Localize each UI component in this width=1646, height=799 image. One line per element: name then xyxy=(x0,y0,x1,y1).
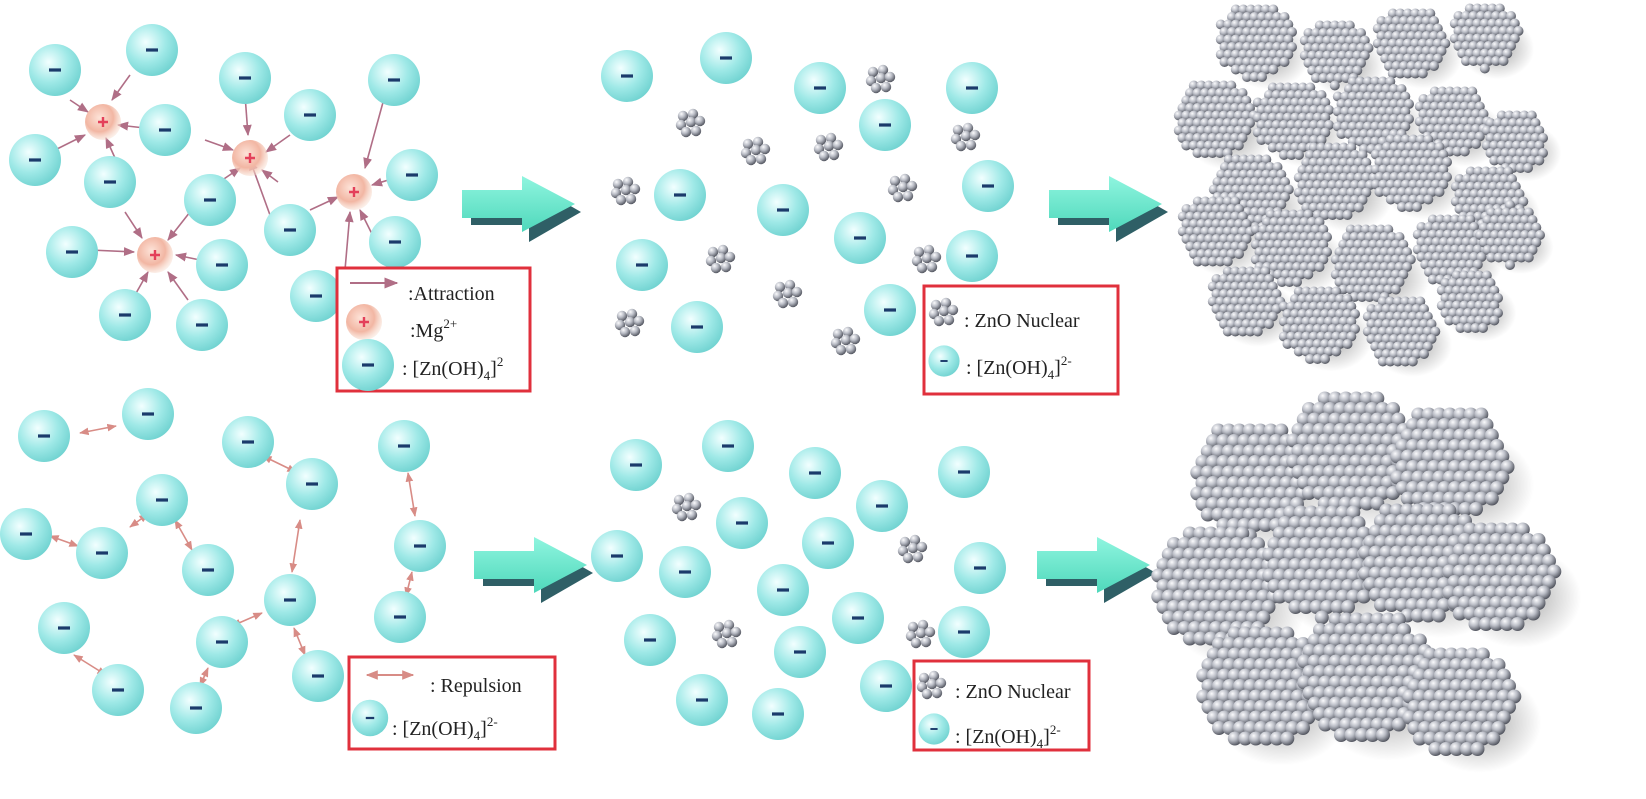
process-arrow-icon xyxy=(1037,537,1156,603)
anion-icon xyxy=(928,345,960,377)
process-arrow-icon xyxy=(462,176,581,242)
legend-anion-label: : [Zn(OH) xyxy=(392,718,474,740)
mg-cation xyxy=(334,172,374,212)
process-arrow-icon xyxy=(1049,176,1168,242)
process-arrow-icon xyxy=(474,537,593,603)
svg-text:: [Zn(OH)4]2-: : [Zn(OH)4]2- xyxy=(966,353,1072,382)
legend-repulsion-label: : Repulsion xyxy=(430,675,522,697)
mg-cation-icon xyxy=(344,302,384,342)
svg-text:: [Zn(OH)4]2-: : [Zn(OH)4]2- xyxy=(955,722,1061,751)
mg-cation xyxy=(230,138,270,178)
legend-mg-label: :Mg xyxy=(410,320,443,342)
mg-cation xyxy=(135,235,175,275)
zno-particle xyxy=(1151,526,1281,646)
legend-anion-label: : [Zn(OH) xyxy=(966,357,1048,379)
legend-nucleus-top: : ZnO Nuclear : [Zn(OH)4]2- xyxy=(922,284,1120,396)
legend-nucleus-label: : ZnO Nuclear xyxy=(955,681,1071,703)
mg-cation xyxy=(83,102,123,142)
svg-text:: [Zn(OH)4]2-: : [Zn(OH)4]2- xyxy=(392,714,498,743)
zno-aggregate-large-particles xyxy=(1151,391,1582,773)
zno-particle xyxy=(1436,270,1503,333)
legend-repulsion: : Repulsion : [Zn(OH)4]2- xyxy=(347,655,557,751)
zno-aggregate-small-particles xyxy=(1173,3,1562,377)
zno-particle xyxy=(1481,110,1548,173)
legend-attraction-label: :Attraction xyxy=(408,283,495,305)
top-left-panel xyxy=(9,24,438,351)
legend-anion-label: : [Zn(OH) xyxy=(402,358,484,380)
legend-nucleus-bottom: : ZnO Nuclear : [Zn(OH)4]2- xyxy=(912,659,1091,752)
legend-mg-charge: 2+ xyxy=(443,316,457,331)
legend-anion-label: : [Zn(OH) xyxy=(955,726,1037,748)
legend-attraction: :Attraction :Mg2+ : [Zn(OH)4]2 xyxy=(335,266,532,393)
svg-text::Mg2+: :Mg2+ xyxy=(410,316,457,342)
anion-icon xyxy=(351,699,389,737)
bottom-left-panel xyxy=(0,388,446,734)
svg-text:: [Zn(OH)4]2: : [Zn(OH)4]2 xyxy=(402,354,503,383)
anion-icon xyxy=(342,339,394,391)
anion-icon xyxy=(918,713,950,745)
legend-nucleus-label: : ZnO Nuclear xyxy=(964,310,1080,332)
